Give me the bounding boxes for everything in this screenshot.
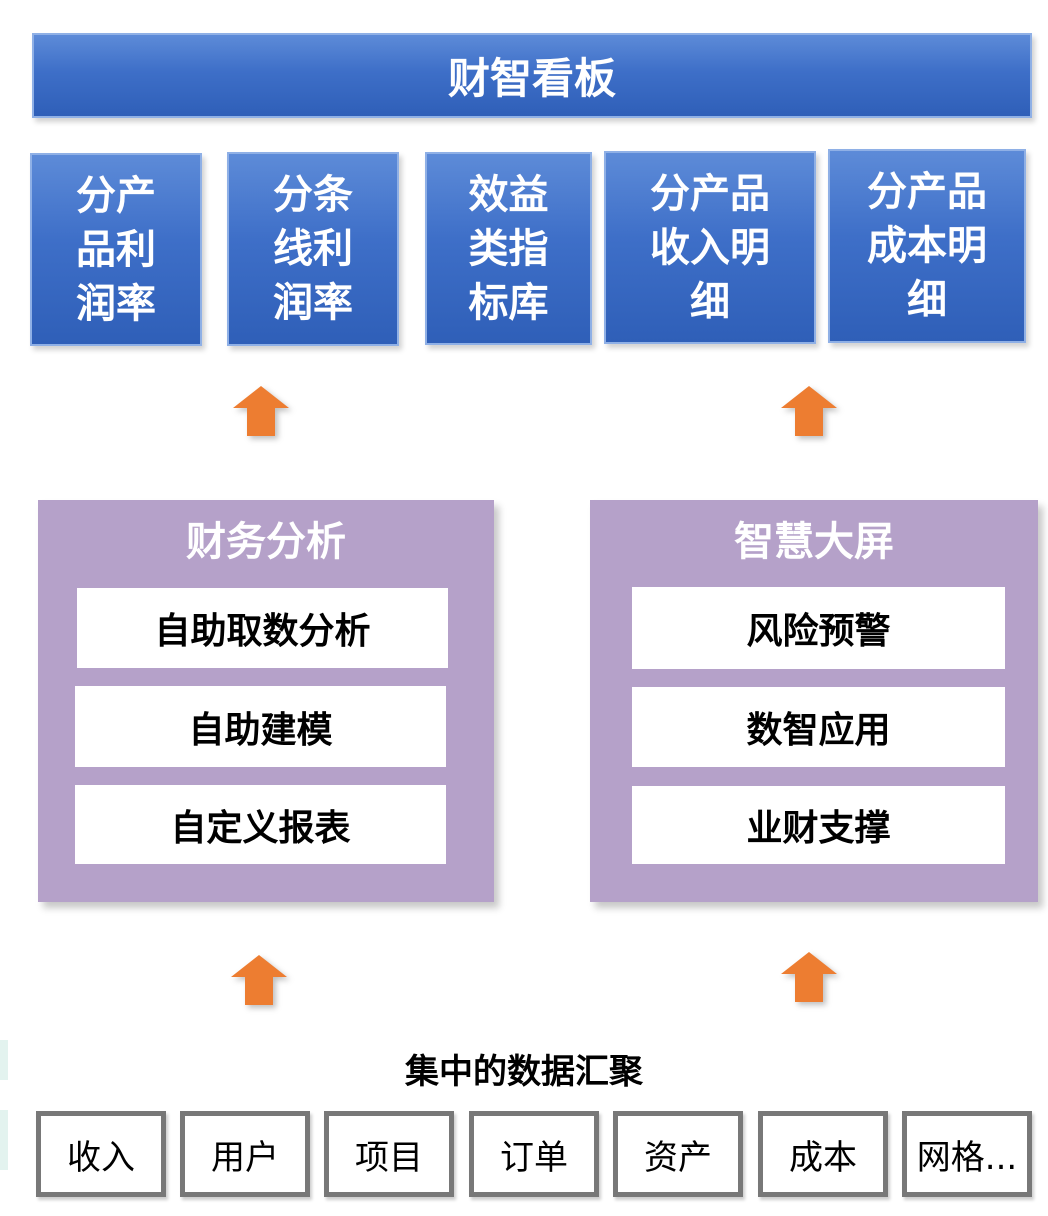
custom-report-item[interactable]: 自定义报表 (75, 785, 446, 864)
source-users[interactable]: 用户 (180, 1111, 310, 1197)
tile-label: 分产品 成本明 细 (867, 169, 987, 323)
data-aggregation-title: 集中的数据汇聚 (405, 1052, 643, 1092)
finance-analysis-panel: 财务分析 自助取数分析 自助建模 自定义报表 (38, 500, 494, 902)
source-grid[interactable]: 网格... (902, 1111, 1032, 1197)
tile-product-profit-margin[interactable]: 分产 品利 润率 (30, 153, 202, 346)
edge-decoration (0, 1040, 8, 1080)
tile-line-profit-margin[interactable]: 分条 线利 润率 (227, 152, 399, 346)
smart-screen-panel: 智慧大屏 风险预警 数智应用 业财支撑 (590, 500, 1038, 902)
business-finance-support-item[interactable]: 业财支撑 (632, 786, 1005, 864)
header-title: 财智看板 (447, 54, 616, 103)
source-orders[interactable]: 订单 (469, 1111, 599, 1197)
edge-decoration (0, 1110, 8, 1170)
tile-benefit-index-library[interactable]: 效益 类指 标库 (425, 152, 592, 345)
tile-product-revenue-detail[interactable]: 分产品 收入明 细 (604, 151, 816, 344)
up-arrow-icon (233, 386, 289, 436)
up-arrow-icon (231, 955, 287, 1005)
up-arrow-icon (781, 386, 837, 436)
source-assets[interactable]: 资产 (613, 1111, 743, 1197)
tile-label: 分产 品利 润率 (76, 172, 156, 327)
tile-label: 分条 线利 润率 (273, 172, 353, 326)
self-service-modeling-item[interactable]: 自助建模 (75, 686, 446, 767)
source-projects[interactable]: 项目 (324, 1111, 454, 1197)
risk-warning-item[interactable]: 风险预警 (632, 587, 1005, 669)
self-service-query-item[interactable]: 自助取数分析 (77, 588, 448, 668)
tile-label: 效益 类指 标库 (468, 171, 549, 326)
source-revenue[interactable]: 收入 (36, 1111, 166, 1197)
panel-title: 财务分析 (186, 519, 346, 565)
panel-title: 智慧大屏 (734, 519, 894, 565)
tile-product-cost-detail[interactable]: 分产品 成本明 细 (828, 149, 1026, 343)
source-costs[interactable]: 成本 (758, 1111, 888, 1197)
up-arrow-icon (781, 952, 837, 1002)
dashboard-header: 财智看板 (32, 33, 1032, 118)
digital-intelligence-app-item[interactable]: 数智应用 (632, 687, 1005, 767)
tile-label: 分产品 收入明 细 (650, 170, 770, 325)
